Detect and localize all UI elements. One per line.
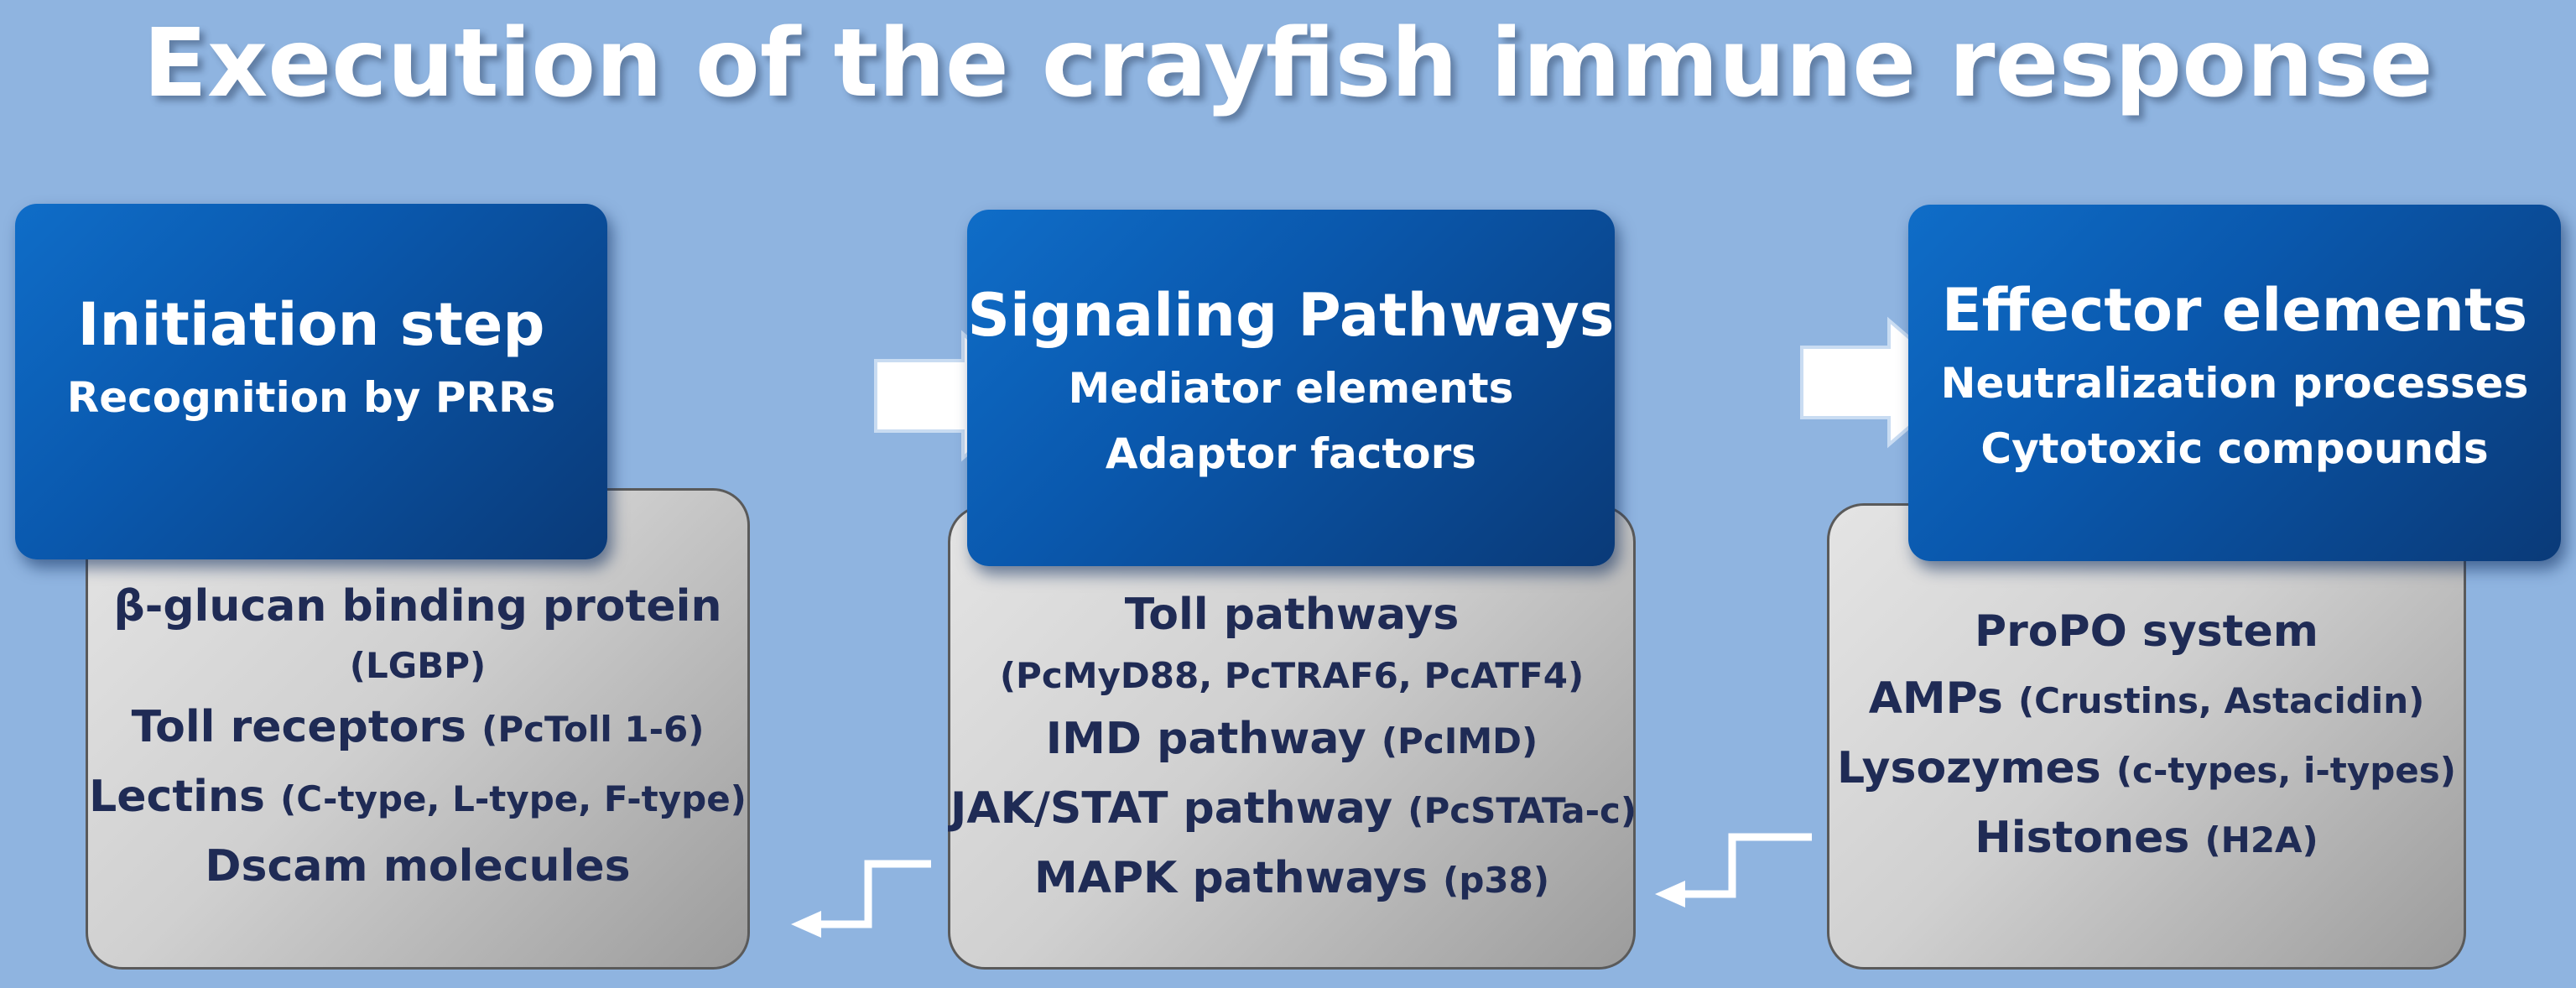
- item-detail-text: (C-type, L-type, F-type): [280, 778, 747, 819]
- item-main-text: ProPO system: [1974, 606, 2318, 657]
- item-detail-text: (p38): [1443, 860, 1550, 901]
- effector-header-box: Effector elements Neutralization process…: [1908, 205, 2561, 561]
- item-main-text: Dscam molecules: [205, 841, 631, 892]
- item-main-text: Histones: [1975, 813, 2205, 863]
- initiation-subheading: Recognition by PRRs: [66, 373, 556, 422]
- signaling-subheading-2: Adaptor factors: [1105, 429, 1477, 478]
- item-detail-text: (PcMyD88, PcTRAF6, PcATF4): [999, 655, 1585, 696]
- item-main-text: JAK/STAT pathway: [950, 783, 1408, 834]
- initiation-item-2: (LGBP): [88, 638, 747, 694]
- effector-item-1: ProPO system: [1829, 598, 2464, 665]
- effector-item-3: Lysozymes (c-types, i-types): [1829, 735, 2464, 804]
- diagram-title: Execution of the crayfish immune respons…: [143, 9, 2433, 118]
- effector-item-2: AMPs (Crustins, Astacidin): [1829, 665, 2464, 735]
- item-main-text: Lectins: [89, 772, 281, 822]
- signaling-subheading-1: Mediator elements: [1068, 364, 1514, 413]
- item-main-text: β-glucan binding protein: [113, 581, 722, 632]
- effector-subheading-1: Neutralization processes: [1940, 359, 2529, 408]
- signaling-item-5: MAPK pathways (p38): [950, 845, 1633, 914]
- initiation-item-3: Toll receptors (PcToll 1-6): [88, 694, 747, 763]
- item-main-text: IMD pathway: [1045, 714, 1382, 764]
- item-detail-text: (Crustins, Astacidin): [2017, 680, 2425, 721]
- signaling-item-4: JAK/STAT pathway (PcSTATa-c): [950, 775, 1637, 845]
- effector-details-box: ProPO system AMPs (Crustins, Astacidin) …: [1827, 503, 2466, 970]
- initiation-item-5: Dscam molecules: [88, 833, 747, 900]
- item-detail-text: (PcToll 1-6): [481, 709, 705, 750]
- item-detail-text: (PcSTATa-c): [1408, 790, 1637, 831]
- initiation-item-1: β-glucan binding protein: [88, 575, 747, 638]
- initiation-details-box: β-glucan binding protein (LGBP) Toll rec…: [86, 488, 750, 970]
- item-main-text: Toll pathways: [1124, 590, 1460, 640]
- signaling-header-box: Signaling Pathways Mediator elements Ada…: [967, 210, 1615, 566]
- initiation-item-4: Lectins (C-type, L-type, F-type): [88, 763, 747, 833]
- item-detail-text: (PcIMD): [1381, 720, 1538, 762]
- item-detail-text: (c-types, i-types): [2115, 750, 2456, 791]
- feedback-arrow-icon: [1655, 833, 1812, 907]
- initiation-heading: Initiation step: [77, 290, 545, 359]
- effector-subheading-2: Cytotoxic compounds: [1980, 424, 2489, 473]
- item-main-text: AMPs: [1868, 673, 2018, 724]
- item-detail-text: (LGBP): [349, 645, 487, 686]
- item-main-text: Lysozymes: [1837, 743, 2116, 793]
- signaling-item-2: (PcMyD88, PcTRAF6, PcATF4): [950, 647, 1633, 705]
- effector-item-4: Histones (H2A): [1829, 804, 2464, 874]
- signaling-details-box: Toll pathways (PcMyD88, PcTRAF6, PcATF4)…: [948, 505, 1637, 970]
- feedback-arrow-icon: [791, 860, 931, 938]
- item-main-text: MAPK pathways: [1033, 853, 1444, 903]
- signaling-item-3: IMD pathway (PcIMD): [950, 705, 1633, 775]
- initiation-header-box: Initiation step Recognition by PRRs: [15, 204, 607, 559]
- item-detail-text: (H2A): [2204, 819, 2318, 861]
- item-main-text: Toll receptors: [131, 702, 482, 752]
- effector-heading: Effector elements: [1941, 276, 2528, 345]
- signaling-item-1: Toll pathways: [950, 583, 1633, 647]
- signaling-heading: Signaling Pathways: [967, 281, 1615, 350]
